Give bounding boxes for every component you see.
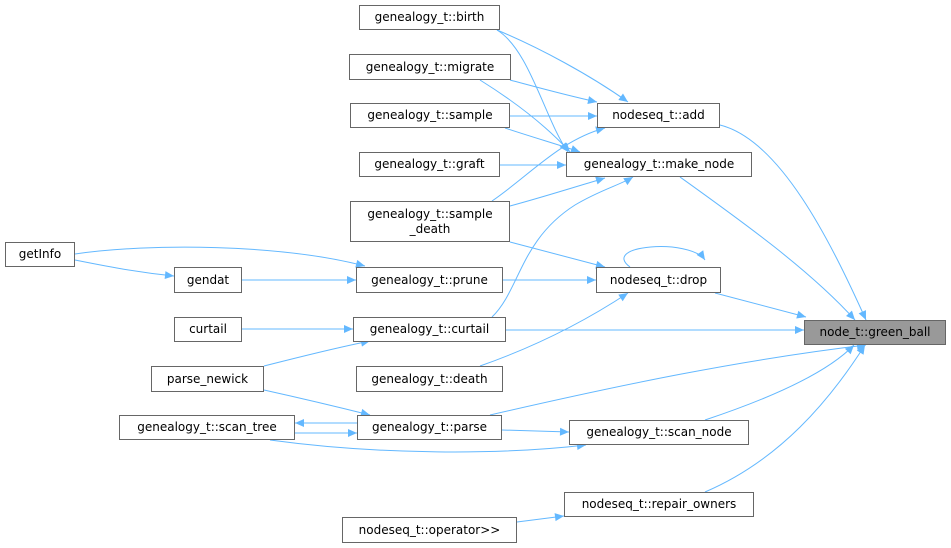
arrowhead-genealogy-curtail-to-green-ball bbox=[795, 326, 804, 334]
arrowhead-sample-death-to-drop bbox=[595, 260, 605, 269]
arrowhead-scan-node-to-green-ball bbox=[844, 345, 854, 355]
edge-drop-to-green-ball bbox=[714, 292, 807, 318]
arrowhead-drop-self-loop bbox=[696, 250, 705, 260]
node-green-ball: node_t::green_ball bbox=[804, 320, 946, 345]
node-genealogy-migrate[interactable]: genealogy_t::migrate bbox=[349, 54, 511, 80]
arrowhead-sample-to-make-node bbox=[570, 145, 580, 153]
edge-add-to-green-ball bbox=[719, 124, 867, 321]
arrowhead-scan-tree-to-parse bbox=[348, 429, 357, 437]
arrowhead-operator-to-repair-owners bbox=[554, 513, 564, 522]
node-genealogy-make-node[interactable]: genealogy_t::make_node bbox=[566, 152, 752, 177]
edge-sample-death-to-make-node bbox=[509, 177, 606, 207]
edge-genealogy-curtail-to-make-node bbox=[491, 176, 634, 318]
node-nodeseq-add[interactable]: nodeseq_t::add bbox=[597, 103, 720, 128]
node-nodeseq-operator[interactable]: nodeseq_t::operator>> bbox=[342, 517, 517, 543]
arrowhead-parse-newick-to-parse bbox=[360, 408, 370, 417]
edge-sample-death-to-drop bbox=[509, 241, 606, 268]
edge-sample-death-to-add bbox=[491, 127, 606, 202]
node-getinfo[interactable]: getInfo bbox=[5, 242, 75, 267]
edge-scan-node-to-green-ball bbox=[704, 344, 855, 421]
arrowhead-make-node-to-green-ball bbox=[846, 310, 855, 320]
arrowhead-curtail-to-genealogy-curtail bbox=[344, 325, 353, 333]
edge-getinfo-to-gendat bbox=[74, 259, 175, 277]
arrowhead-sample-death-to-make-node bbox=[595, 176, 605, 185]
arrowhead-parse-to-scan-tree bbox=[295, 419, 304, 427]
node-genealogy-birth[interactable]: genealogy_t::birth bbox=[359, 5, 500, 30]
edge-migrate-to-make-node bbox=[479, 79, 571, 153]
edge-birth-to-make-node bbox=[496, 29, 569, 153]
arrowhead-sample-death-to-add bbox=[595, 126, 605, 135]
node-nodeseq-drop[interactable]: nodeseq_t::drop bbox=[596, 267, 721, 293]
node-parse-newick[interactable]: parse_newick bbox=[151, 366, 264, 392]
arrowhead-birth-to-add bbox=[618, 93, 628, 102]
node-nodeseq-repair-owners[interactable]: nodeseq_t::repair_owners bbox=[564, 492, 754, 517]
edge-migrate-to-add bbox=[509, 79, 598, 103]
node-genealogy-parse[interactable]: genealogy_t::parse bbox=[357, 415, 502, 440]
arrowhead-getinfo-to-prune bbox=[355, 259, 365, 268]
arrowhead-migrate-to-add bbox=[587, 96, 597, 104]
node-gendat[interactable]: gendat bbox=[174, 267, 242, 293]
edge-parse-to-green-ball bbox=[489, 344, 867, 416]
arrowhead-prune-to-drop bbox=[587, 276, 596, 284]
node-genealogy-sample-death[interactable]: genealogy_t::sample _death bbox=[350, 201, 510, 242]
edge-parse-newick-to-genealogy-curtail bbox=[263, 340, 371, 367]
arrowhead-drop-to-green-ball bbox=[796, 310, 806, 319]
node-genealogy-curtail[interactable]: genealogy_t::curtail bbox=[353, 317, 506, 342]
arrowhead-sample-to-add bbox=[588, 112, 597, 120]
arrowhead-gendat-to-prune bbox=[347, 276, 356, 284]
edge-make-node-to-green-ball bbox=[679, 176, 856, 321]
node-genealogy-sample[interactable]: genealogy_t::sample bbox=[350, 103, 510, 128]
arrowhead-genealogy-curtail-to-make-node bbox=[623, 177, 633, 186]
edge-getinfo-to-prune bbox=[74, 246, 366, 267]
edge-drop-self-loop bbox=[623, 246, 706, 268]
edge-sample-to-make-node bbox=[504, 127, 581, 153]
arrowhead-death-to-drop bbox=[618, 293, 628, 302]
node-genealogy-scan-tree[interactable]: genealogy_t::scan_tree bbox=[119, 415, 295, 440]
edge-parse-newick-to-parse bbox=[263, 389, 371, 416]
arrowhead-graft-to-make-node bbox=[557, 161, 566, 169]
node-genealogy-prune[interactable]: genealogy_t::prune bbox=[356, 267, 503, 293]
node-genealogy-graft[interactable]: genealogy_t::graft bbox=[359, 152, 500, 177]
arrowhead-repair-owners-to-green-ball bbox=[856, 345, 865, 355]
edge-death-to-drop bbox=[479, 292, 629, 367]
edge-parse-to-scan-node bbox=[501, 429, 570, 433]
edge-scan-tree-to-scan-node bbox=[269, 439, 587, 453]
edge-birth-to-add bbox=[496, 29, 629, 103]
arrowhead-add-to-green-ball bbox=[858, 310, 866, 320]
edge-repair-owners-to-green-ball bbox=[704, 344, 866, 493]
arrowhead-parse-to-scan-node bbox=[559, 427, 569, 436]
node-genealogy-scan-node[interactable]: genealogy_t::scan_node bbox=[569, 420, 749, 445]
node-curtail[interactable]: curtail bbox=[174, 317, 242, 342]
node-genealogy-death[interactable]: genealogy_t::death bbox=[356, 366, 503, 392]
arrowhead-getinfo-to-gendat bbox=[164, 271, 174, 280]
